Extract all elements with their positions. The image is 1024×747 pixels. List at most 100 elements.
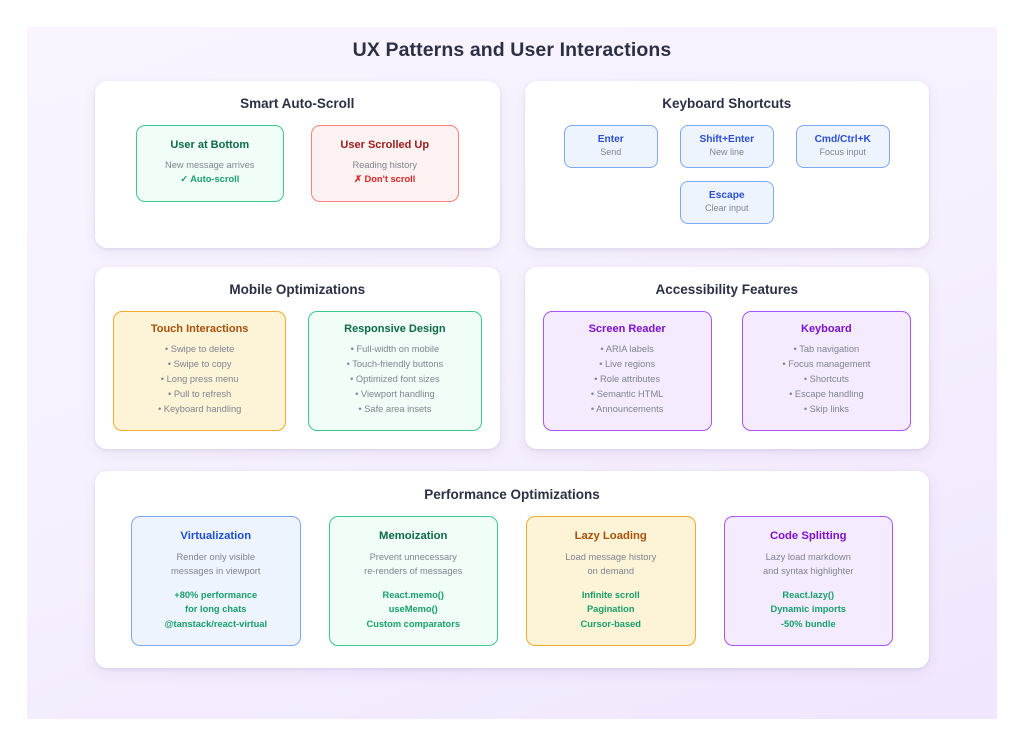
card-title: Smart Auto-Scroll xyxy=(240,96,355,111)
list-item: • Optimized font sizes xyxy=(350,373,440,384)
feature-title: Screen Reader xyxy=(588,322,666,335)
list-item: • Safe area insets xyxy=(358,403,432,414)
card-title: Keyboard Shortcuts xyxy=(662,96,792,111)
performance-panel-virtualization: Virtualization Render only visible messa… xyxy=(131,515,301,646)
panel-metric: Cursor-based xyxy=(580,618,641,629)
list-item: • Announcements xyxy=(590,403,664,414)
shortcut-chip-enter[interactable]: Enter Send xyxy=(563,125,658,168)
performance-panels: Virtualization Render only visible messa… xyxy=(113,515,911,646)
panel-description-line: Render only visible xyxy=(176,551,256,562)
spacer xyxy=(338,579,490,588)
performance-panel-code-splitting: Code Splitting Lazy load markdown and sy… xyxy=(723,515,893,646)
shortcut-description: Send xyxy=(600,147,622,158)
list-item: • Focus management xyxy=(782,358,871,369)
list-item: • Viewport handling xyxy=(355,388,435,399)
shortcut-key: Escape xyxy=(708,189,745,201)
list-item: • Live regions xyxy=(599,358,656,369)
state-box-user-scrolled-up: User Scrolled Up Reading history ✗ Don't… xyxy=(310,125,459,202)
panel-metric: +80% performance xyxy=(174,589,258,600)
feature-title: Responsive Design xyxy=(344,322,446,335)
shortcut-chip-group: Enter Send Shift+Enter New line Cmd/Ctrl… xyxy=(543,125,912,224)
panel-title: Lazy Loading xyxy=(574,529,647,542)
state-box-user-at-bottom: User at Bottom New message arrives ✓ Aut… xyxy=(135,125,284,202)
panel-title: Memoization xyxy=(379,529,448,542)
list-item: • Swipe to delete xyxy=(164,343,235,354)
list-item: • Semantic HTML xyxy=(590,388,664,399)
page-title: UX Patterns and User Interactions xyxy=(352,39,672,61)
list-item: • Role attributes xyxy=(594,373,661,384)
feature-list: • Full-width on mobile • Touch-friendly … xyxy=(315,342,474,417)
panel-metric: Pagination xyxy=(586,604,635,615)
panel-title: Virtualization xyxy=(180,529,252,542)
shortcut-key: Cmd/Ctrl+K xyxy=(814,134,871,145)
list-item: • Full-width on mobile xyxy=(350,343,440,354)
performance-panel-memoization: Memoization Prevent unnecessary re-rende… xyxy=(328,515,498,646)
list-item: • ARIA labels xyxy=(600,343,654,354)
row-two: Mobile Optimizations Touch Interactions … xyxy=(27,266,997,449)
feature-box-screen-reader: Screen Reader • ARIA labels • Live regio… xyxy=(542,310,712,431)
feature-list: • ARIA labels • Live regions • Role attr… xyxy=(550,342,705,417)
panel-description-line: Load message history xyxy=(565,551,657,562)
state-outcome: ✗ Don't scroll xyxy=(354,174,416,185)
row-one: Smart Auto-Scroll User at Bottom New mes… xyxy=(27,81,997,248)
panel-metric: -50% bundle xyxy=(780,618,836,629)
list-item: • Swipe to copy xyxy=(167,358,232,369)
list-item: • Long press menu xyxy=(160,373,239,384)
feature-list: • Tab navigation • Focus management • Sh… xyxy=(749,342,904,417)
card-mobile-optimizations: Mobile Optimizations Touch Interactions … xyxy=(95,266,500,449)
panel-description-line: Lazy load markdown xyxy=(765,551,851,562)
state-description: New message arrives xyxy=(165,160,255,170)
spacer xyxy=(535,579,687,588)
spacer xyxy=(140,579,292,588)
panel-metric: Infinite scroll xyxy=(581,589,640,600)
panel-metric: @tanstack/react-virtual xyxy=(164,618,268,629)
list-item: • Touch-friendly buttons xyxy=(346,358,444,369)
list-item: • Keyboard handling xyxy=(157,403,242,414)
page-container: UX Patterns and User Interactions Smart … xyxy=(27,27,997,719)
shortcut-key: Shift+Enter xyxy=(699,134,755,145)
panel-description-line: messages in viewport xyxy=(171,566,261,577)
accessibility-feature-boxes: Screen Reader • ARIA labels • Live regio… xyxy=(542,310,911,431)
list-item: • Tab navigation xyxy=(793,343,860,354)
state-title: User Scrolled Up xyxy=(340,139,430,151)
feature-box-responsive-design: Responsive Design • Full-width on mobile… xyxy=(308,310,482,431)
panel-description-line: and syntax highlighter xyxy=(763,566,854,577)
card-title: Performance Optimizations xyxy=(424,486,600,502)
state-outcome: ✓ Auto-scroll xyxy=(180,174,240,185)
shortcut-key: Enter xyxy=(597,134,624,145)
list-item: • Escape handling xyxy=(789,388,864,399)
panel-description-line: Prevent unnecessary xyxy=(369,551,457,562)
card-keyboard-shortcuts: Keyboard Shortcuts Enter Send Shift+Ente… xyxy=(524,81,929,248)
panel-metric: Custom comparators xyxy=(366,618,460,629)
panel-metric: Dynamic imports xyxy=(770,604,846,615)
shortcut-chip-shift-enter[interactable]: Shift+Enter New line xyxy=(679,125,774,168)
shortcut-description: New line xyxy=(709,147,744,158)
card-title: Mobile Optimizations xyxy=(229,281,366,297)
spacer xyxy=(733,579,885,588)
card-performance-optimizations: Performance Optimizations Virtualization… xyxy=(95,470,929,668)
list-item: • Skip links xyxy=(803,403,849,414)
panel-metric: React.memo() xyxy=(382,589,444,600)
state-title: User at Bottom xyxy=(170,139,250,151)
panel-metric: useMemo() xyxy=(388,604,438,615)
state-description: Reading history xyxy=(352,160,418,170)
list-item: • Pull to refresh xyxy=(168,388,232,399)
feature-box-touch-interactions: Touch Interactions • Swipe to delete • S… xyxy=(113,310,287,431)
shortcut-chip-escape[interactable]: Escape Clear input xyxy=(679,180,774,224)
panel-title: Code Splitting xyxy=(769,529,847,542)
shortcut-description: Focus input xyxy=(819,147,867,158)
auto-scroll-states: User at Bottom New message arrives ✓ Aut… xyxy=(113,125,482,202)
feature-title: Touch Interactions xyxy=(150,322,249,335)
performance-panel-lazy-loading: Lazy Loading Load message history on dem… xyxy=(526,515,696,646)
feature-box-keyboard: Keyboard • Tab navigation • Focus manage… xyxy=(741,310,911,431)
panel-description-line: re-renders of messages xyxy=(364,566,463,577)
card-title: Accessibility Features xyxy=(655,281,799,297)
panel-description-line: on demand xyxy=(587,566,635,577)
shortcut-chip-cmd-ctrl-k[interactable]: Cmd/Ctrl+K Focus input xyxy=(795,125,890,168)
feature-list: • Swipe to delete • Swipe to copy • Long… xyxy=(120,342,279,417)
card-smart-auto-scroll: Smart Auto-Scroll User at Bottom New mes… xyxy=(95,81,500,248)
shortcut-description: Clear input xyxy=(704,203,749,214)
panel-metric: for long chats xyxy=(185,604,247,615)
feature-title: Keyboard xyxy=(801,322,852,335)
mobile-feature-boxes: Touch Interactions • Swipe to delete • S… xyxy=(113,310,482,431)
